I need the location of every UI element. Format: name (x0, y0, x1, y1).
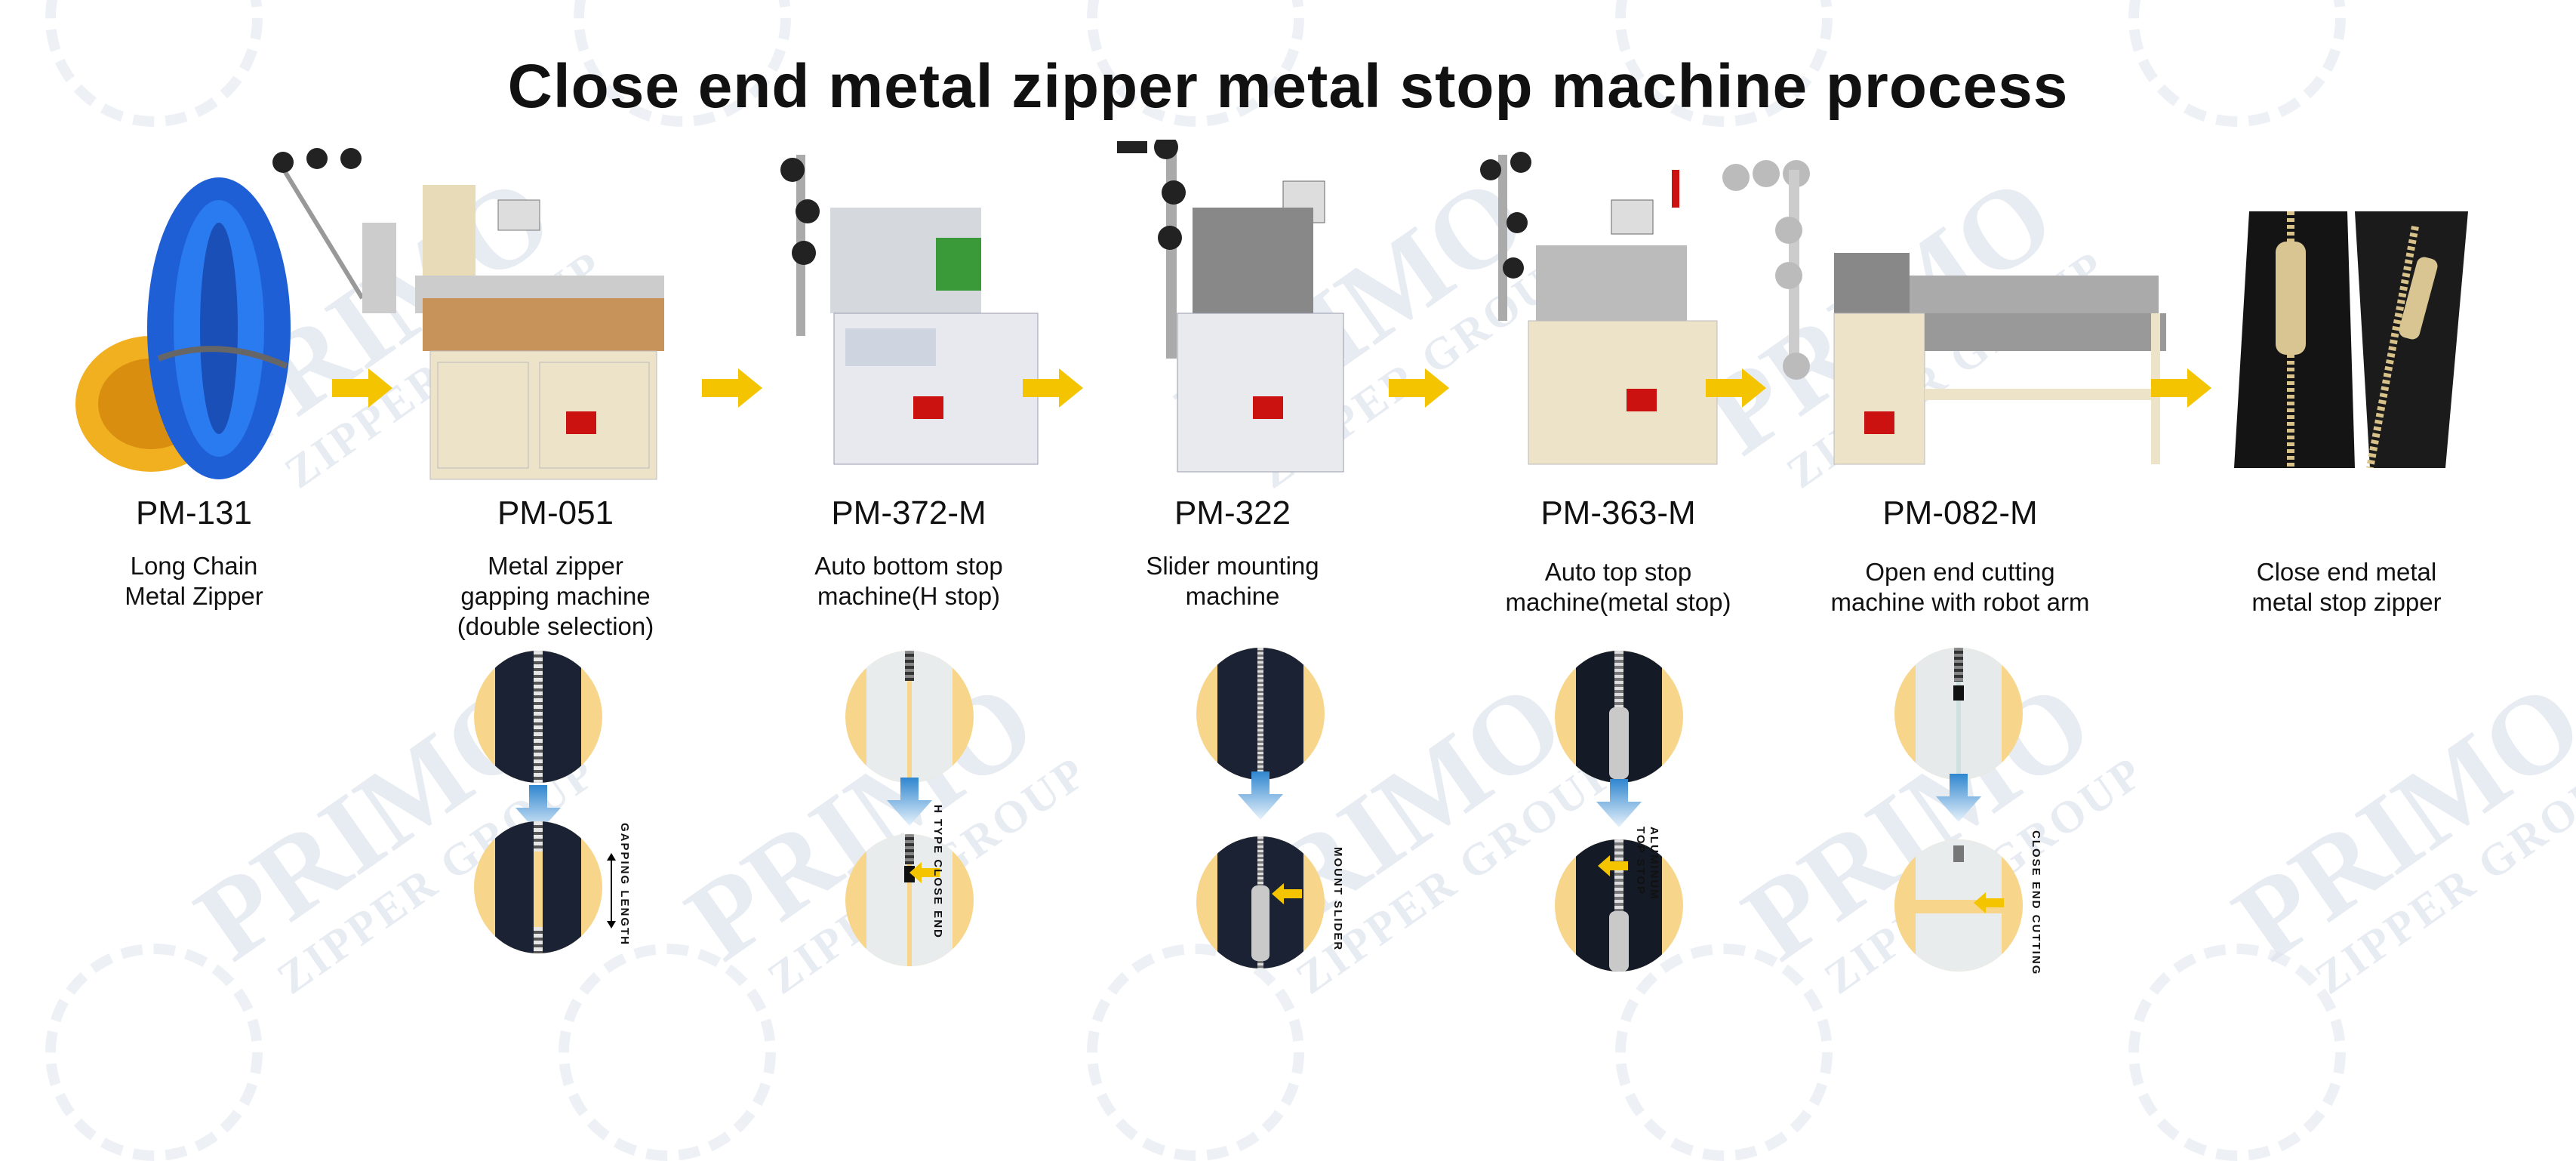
process-arrow-icon (702, 368, 762, 408)
machine-pm-363-m-image (1480, 152, 1718, 465)
watermark-globe (45, 944, 263, 1161)
process-arrow-icon (1706, 368, 1766, 408)
gapping-length-label: GAPPING LENGTH (618, 823, 631, 947)
mount-slider-label: MOUNT SLIDER (1331, 847, 1344, 952)
step-code: PM-131 (135, 494, 253, 531)
zipper-before-top-stop (1555, 651, 1683, 783)
pointer-arrow-icon (909, 862, 940, 883)
process-arrow-icon (332, 368, 392, 408)
page-title: Close end metal zipper metal stop machin… (507, 52, 2069, 121)
zipper-chain-spool-image (75, 177, 291, 479)
zipper-after-slider (1196, 836, 1325, 969)
down-arrow-icon (516, 785, 561, 833)
machine-pm-372-m-image (780, 155, 1039, 465)
pointer-arrow-icon (1272, 883, 1302, 904)
step-code: PM-363-M (1540, 494, 1696, 531)
down-arrow-icon (1596, 779, 1642, 827)
step-code: PM-372-M (831, 494, 986, 531)
down-arrow-icon (1936, 774, 1981, 822)
zipper-before-cutting (1894, 648, 2023, 780)
h-type-close-end-label: H TYPE CLOSE END (931, 805, 944, 939)
finished-zipper-image (2234, 211, 2468, 468)
pointer-arrow-icon (1598, 855, 1628, 876)
process-arrow-icon (2151, 368, 2211, 408)
down-arrow-icon (1238, 771, 1283, 820)
machine-pm-322-image (1117, 140, 1344, 473)
step-code: PM-082-M (1882, 494, 2038, 531)
close-end-cutting-label: CLOSE END CUTTING (2030, 830, 2042, 976)
zipper-after-gapping (474, 821, 602, 953)
gapping-length-dimension-icon (607, 853, 616, 928)
down-arrow-icon (887, 778, 932, 826)
process-arrow-icon (1023, 368, 1083, 408)
machine-pm-051-image (272, 148, 664, 480)
pointer-arrow-icon (1974, 892, 2004, 913)
process-arrow-icon (1389, 368, 1449, 408)
step-code: PM-322 (1174, 494, 1291, 531)
zipper-after-h-stop (845, 834, 974, 966)
zipper-before-gapping (474, 651, 602, 783)
machine-pm-082-m-image (1722, 160, 2166, 465)
zipper-before-slider (1196, 648, 1325, 780)
zipper-before-h-stop (845, 651, 974, 783)
step-code: PM-051 (497, 494, 614, 531)
